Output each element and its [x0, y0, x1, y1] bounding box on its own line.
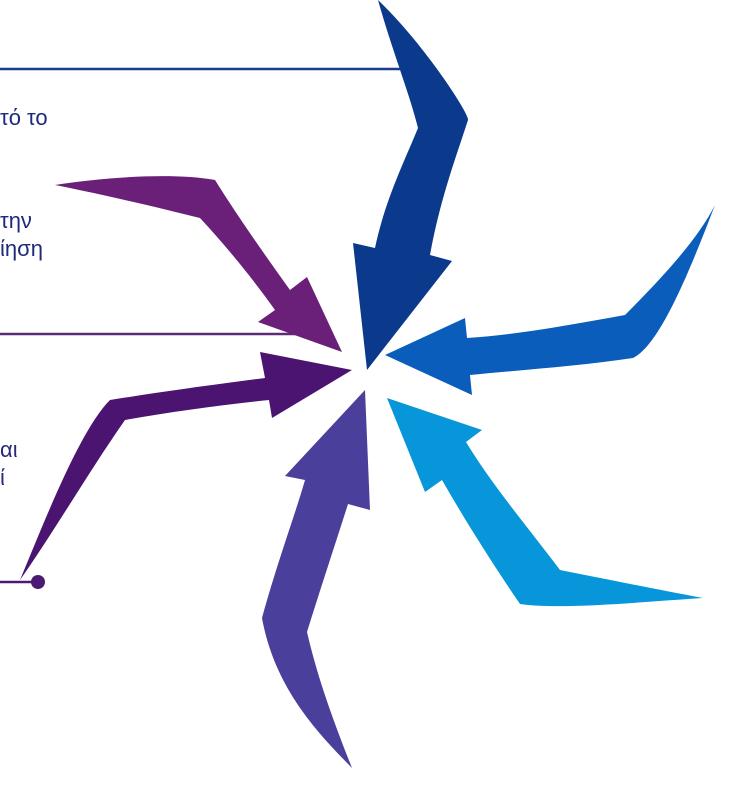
- text-fragment-3: ίηση: [0, 235, 43, 263]
- text-fragment-4: αι: [0, 436, 18, 464]
- connector-dot-bottom: [31, 575, 45, 589]
- arrow-top: [353, 0, 468, 370]
- text-fragment-2: την: [0, 207, 32, 235]
- arrow-upper-right: [385, 205, 715, 395]
- arrow-bottom: [262, 390, 370, 768]
- arrow-upper-left: [55, 176, 342, 352]
- text-fragment-5: ί: [0, 464, 5, 492]
- arrow-lower-right: [387, 398, 703, 606]
- text-fragment-1: τό το: [0, 104, 48, 132]
